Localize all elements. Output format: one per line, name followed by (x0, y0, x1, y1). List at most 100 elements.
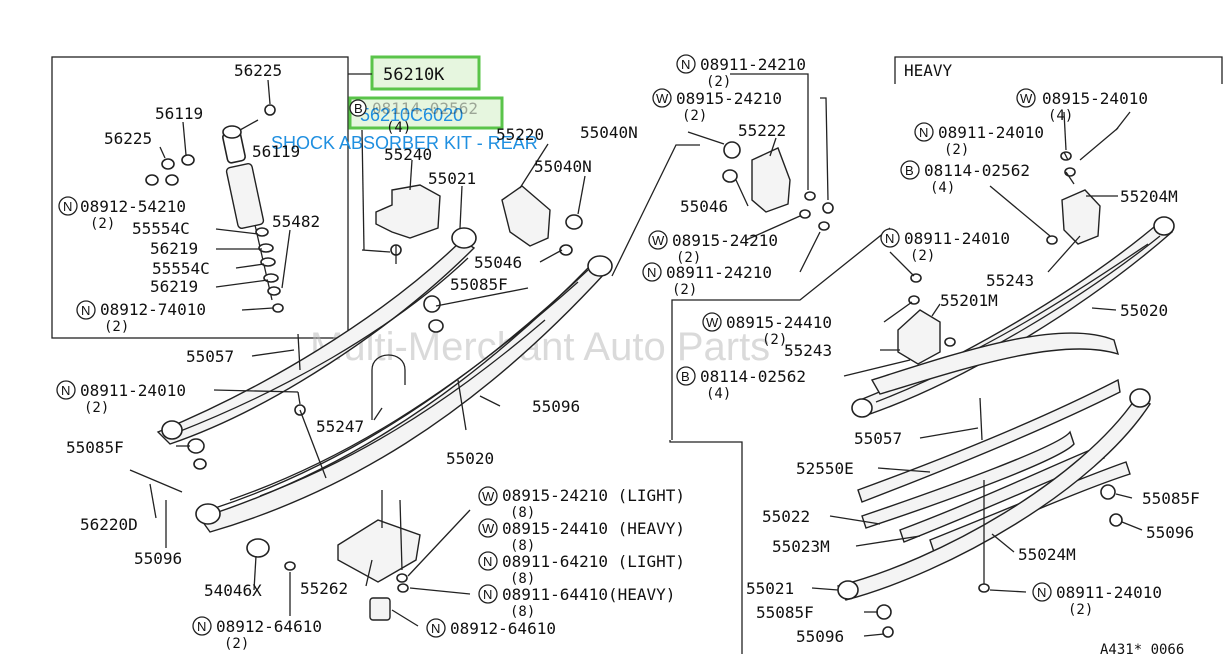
label-56219-b: 56219 (150, 277, 198, 296)
label-55096-b: 55096 (134, 549, 182, 568)
hanger-55220 (501, 185, 583, 256)
label-08911-24010-d: 08911-24010 (1056, 583, 1162, 602)
bolts-left (129, 333, 306, 571)
svg-text:B: B (354, 101, 363, 116)
svg-text:(8): (8) (510, 505, 535, 521)
label-55085F-b: 55085F (66, 438, 124, 457)
label-08911-64210-light: 08911-64210 (LIGHT) (502, 552, 685, 571)
label-08114-02562: 08114-02562 (372, 99, 478, 118)
svg-text:(2): (2) (910, 248, 935, 264)
nut-symbol-icon (56, 380, 76, 400)
label-08912-74010: 08912-74010 (100, 300, 206, 319)
label-55057-b: 55057 (854, 429, 902, 448)
svg-text:N: N (431, 621, 440, 636)
svg-text:(2): (2) (676, 250, 701, 266)
heavy-leaders (671, 111, 1143, 637)
svg-text:(8): (8) (510, 538, 535, 554)
label-08911-24010: 08911-24010 (80, 381, 186, 400)
nut-symbol-icon (478, 551, 498, 571)
label-55085F: 55085F (450, 275, 508, 294)
label-08114-02562-c: 08114-02562 (700, 367, 806, 386)
svg-text:(2): (2) (224, 636, 249, 652)
label-55021-b: 55021 (746, 579, 794, 598)
bolt-symbol-icon (676, 366, 696, 386)
drawing-code: A431* 0066 (1100, 642, 1184, 658)
svg-text:N: N (81, 303, 90, 318)
svg-text:N: N (647, 265, 656, 280)
svg-text:(2): (2) (84, 400, 109, 416)
svg-text:N: N (197, 619, 206, 634)
label-55046-b: 55046 (680, 197, 728, 216)
label-55020-b: 55020 (1120, 301, 1168, 320)
washer-symbol-icon (478, 486, 498, 506)
label-08912-54210: 08912-54210 (80, 197, 186, 216)
svg-text:W: W (652, 233, 665, 248)
svg-text:(2): (2) (90, 216, 115, 232)
svg-text:(4): (4) (706, 386, 731, 402)
washer-symbol-icon (478, 518, 498, 538)
label-55243-b: 55243 (784, 341, 832, 360)
svg-text:W: W (656, 91, 669, 106)
label-08911-24210: 08911-24210 (700, 55, 806, 74)
shock-absorber-drawing (145, 104, 284, 313)
label-55554C: 55554C (132, 219, 190, 238)
label-56219: 56219 (150, 239, 198, 258)
label-55222: 55222 (738, 121, 786, 140)
label-55024M: 55024M (1018, 545, 1076, 564)
shock-leaders (159, 79, 291, 311)
label-55096-d: 55096 (796, 627, 844, 646)
svg-text:N: N (885, 231, 894, 246)
shackle-55085F (187, 295, 444, 470)
svg-text:(8): (8) (510, 604, 535, 620)
label-56220D: 56220D (80, 515, 138, 534)
leaf-spring-heavy (836, 151, 1175, 638)
label-55021: 55021 (428, 169, 476, 188)
svg-text:(2): (2) (762, 332, 787, 348)
label-55243: 55243 (986, 271, 1034, 290)
label-08911-24010-b: 08911-24010 (938, 123, 1044, 142)
heavy-section-border-top (894, 56, 1223, 84)
label-56225-b: 56225 (104, 129, 152, 148)
reference-highlight-box[interactable] (348, 96, 504, 130)
heavy-section-border-left (669, 440, 743, 654)
nut-symbol-icon (880, 228, 900, 248)
nut-symbol-icon (642, 262, 662, 282)
label-08911-24010-c: 08911-24010 (904, 229, 1010, 248)
label-56119-b: 56119 (252, 142, 300, 161)
highlighted-reference-number: 56210C6020 (360, 105, 463, 125)
bolt-symbol-icon (900, 160, 920, 180)
nut-symbol-icon (478, 584, 498, 604)
label-08915-24410-heavy: 08915-24410 (HEAVY) (502, 519, 685, 538)
highlighted-part-number: 56210K (383, 65, 445, 85)
washer-symbol-icon (648, 230, 668, 250)
leaf-spring-left (156, 227, 613, 558)
label-08915-24010: 08915-24010 (1042, 89, 1148, 108)
label-08915-24210-light: 08915-24210 (LIGHT) (502, 486, 685, 505)
svg-text:W: W (482, 521, 495, 536)
part-highlight-box[interactable] (370, 55, 481, 91)
svg-text:N: N (483, 554, 492, 569)
label-55022: 55022 (762, 507, 810, 526)
label-08911-64410-heavy: 08911-64410(HEAVY) (502, 585, 675, 604)
label-55096: 55096 (532, 397, 580, 416)
nut-symbol-icon (1032, 582, 1052, 602)
svg-text:B: B (681, 369, 690, 384)
svg-text:(2): (2) (706, 74, 731, 90)
label-55085F-c: 55085F (1142, 489, 1200, 508)
label-52550E: 52550E (796, 459, 854, 478)
svg-text:(4): (4) (386, 120, 411, 136)
heavy-label: HEAVY (904, 61, 953, 80)
label-55262: 55262 (300, 579, 348, 598)
svg-text:(2): (2) (682, 108, 707, 124)
highlight-caption: SHOCK ABSORBER KIT - REAR (271, 133, 538, 153)
label-08912-64610: 08912-64610 (216, 617, 322, 636)
svg-text:(2): (2) (1068, 602, 1093, 618)
nut-symbol-icon (676, 54, 696, 74)
u-bolt-55247 (371, 354, 406, 420)
svg-text:N: N (63, 199, 72, 214)
svg-text:(4): (4) (1048, 108, 1073, 124)
label-55020: 55020 (446, 449, 494, 468)
svg-text:(2): (2) (944, 142, 969, 158)
nut-symbol-icon (58, 196, 78, 216)
